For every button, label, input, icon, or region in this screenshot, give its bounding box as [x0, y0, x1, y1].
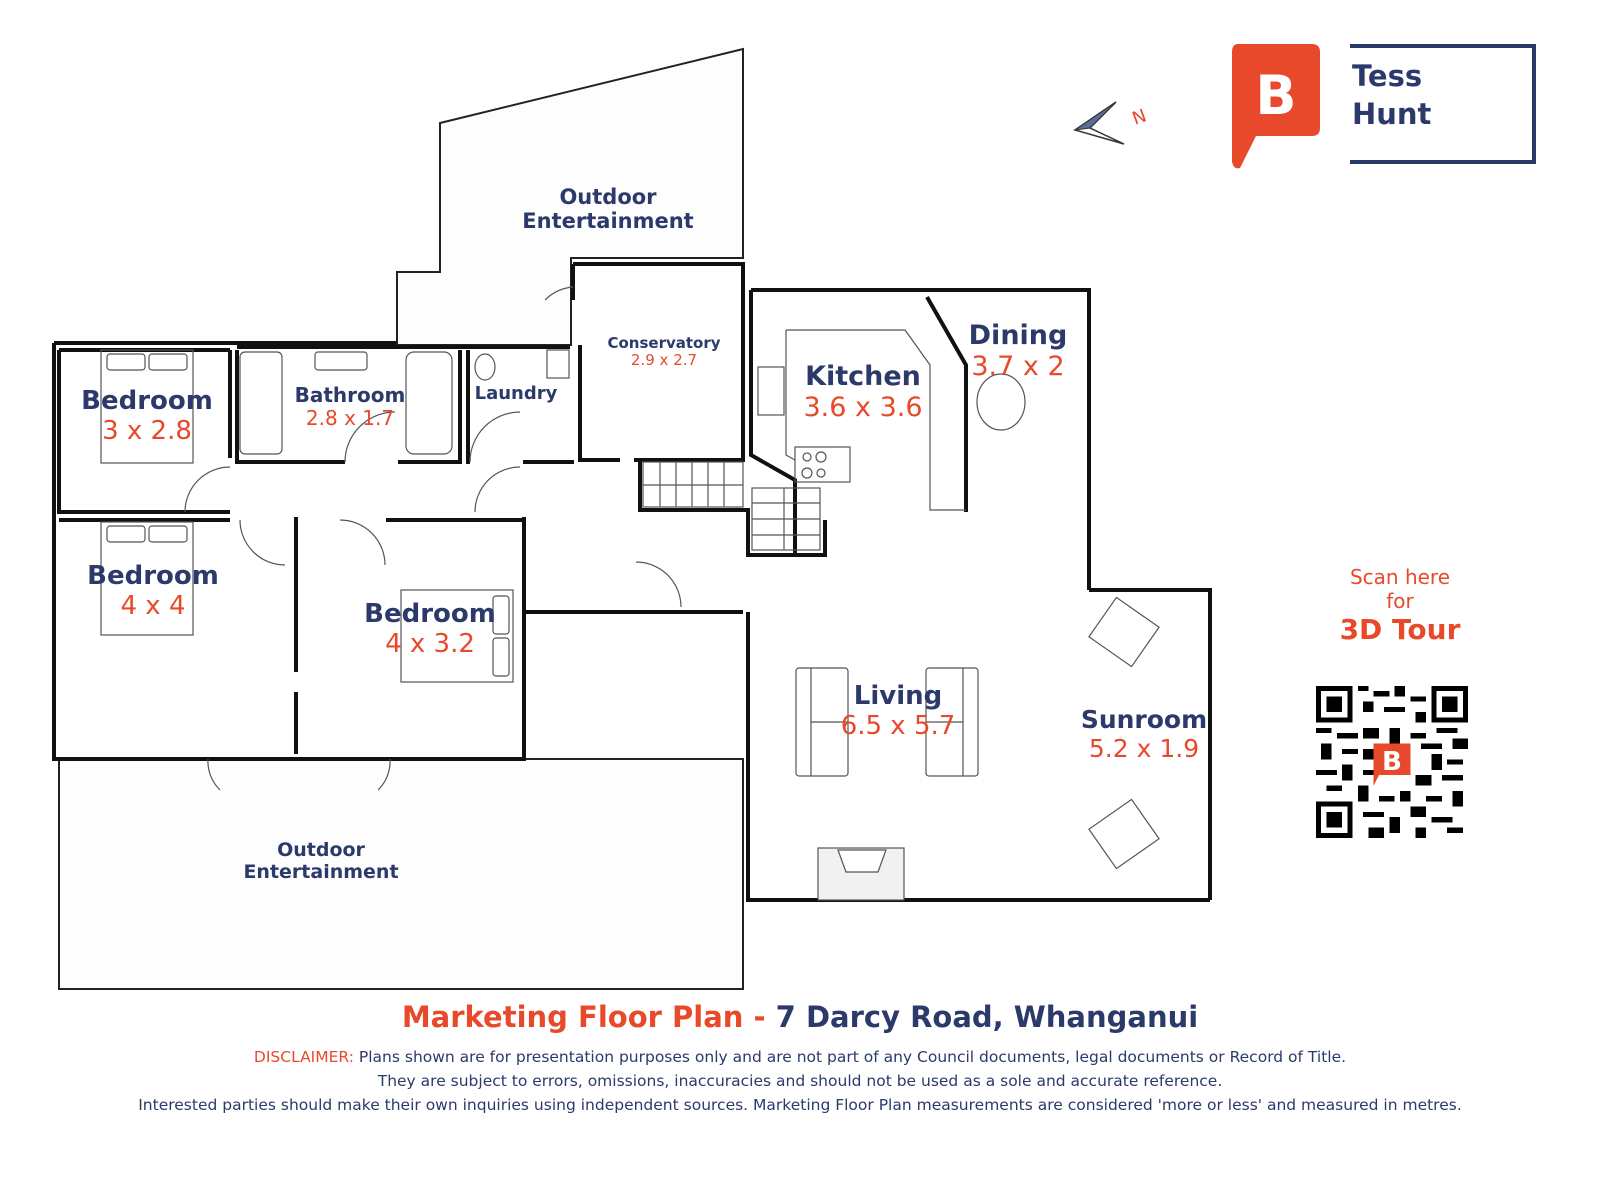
disclaimer-text-1: Plans shown are for presentation purpose… — [358, 1048, 1347, 1066]
room-name: Entertainment — [243, 860, 399, 883]
disclaimer-line-1: DISCLAIMER: Plans shown are for presenta… — [0, 1048, 1600, 1066]
outdoor-deck-bottom — [58, 758, 744, 990]
room-name: Entertainment — [522, 209, 694, 234]
room-dining: Dining 3.7 x 2 — [969, 320, 1068, 382]
north-arrow-icon — [1073, 101, 1125, 145]
room-name: Bathroom — [294, 383, 406, 407]
room-name: Outdoor — [277, 839, 365, 861]
agent-first-name: Tess — [1352, 59, 1423, 93]
disclaimer-label: DISCLAIMER: — [253, 1048, 354, 1066]
svg-text:B: B — [1255, 64, 1296, 127]
room-name: Conservatory — [607, 334, 721, 352]
room-dimensions: 6.5 x 5.7 — [840, 710, 956, 741]
room-conservatory: Conservatory 2.9 x 2.7 — [607, 334, 721, 370]
tour-line-3: 3D Tour — [1339, 613, 1461, 646]
room-kitchen: Kitchen 3.6 x 3.6 — [803, 361, 922, 423]
qr-code-icon[interactable]: B — [1316, 686, 1468, 838]
footer-title: Marketing Floor Plan - 7 Darcy Road, Wha… — [402, 1000, 1198, 1034]
room-bathroom: Bathroom 2.8 x 1.7 — [295, 384, 406, 430]
room-name: Bedroom — [81, 386, 213, 416]
room-dimensions: 2.9 x 2.7 — [630, 351, 698, 370]
room-sunroom: Sunroom 5.2 x 1.9 — [1080, 705, 1208, 764]
room-bedroom-2: Bedroom 4 x 4 — [87, 561, 219, 622]
room-name: Laundry — [474, 383, 558, 404]
room-name: Kitchen — [805, 361, 921, 392]
svg-text:B: B — [1382, 747, 1402, 777]
room-bedroom-1: Bedroom 3 x 2.8 — [81, 386, 213, 447]
room-bedroom-3: Bedroom 4 x 3.2 — [364, 599, 496, 660]
room-dimensions: 5.2 x 1.9 — [1088, 733, 1200, 763]
room-living: Living 6.5 x 5.7 — [840, 681, 956, 742]
room-dimensions: 2.8 x 1.7 — [305, 406, 395, 430]
room-dimensions: 4 x 3.2 — [385, 628, 475, 659]
room-dimensions: 3.6 x 3.6 — [803, 392, 923, 424]
brand-logo-icon: B — [1232, 44, 1320, 169]
footer-title-prefix: Marketing Floor Plan - — [401, 1000, 776, 1034]
room-outdoor-bottom-label: Outdoor Entertainment — [243, 839, 399, 884]
room-outdoor-top-label: Outdoor Entertainment — [522, 185, 693, 233]
room-dimensions: 3 x 2.8 — [102, 415, 192, 446]
outdoor-deck-top — [396, 47, 744, 346]
room-dimensions: 4 x 4 — [120, 590, 186, 621]
agent-last-name: Hunt — [1352, 96, 1432, 131]
disclaimer-line-2: They are subject to errors, omissions, i… — [377, 1072, 1223, 1090]
disclaimer-line-3: Interested parties should make their own… — [138, 1096, 1462, 1114]
brand-frame — [1350, 44, 1536, 164]
tour-callout: Scan here for 3D Tour — [1340, 565, 1461, 647]
room-dimensions: 3.7 x 2 — [971, 351, 1065, 383]
tour-line-2: for — [1386, 589, 1414, 613]
room-laundry: Laundry — [474, 383, 558, 405]
room-name: Outdoor — [559, 185, 657, 209]
tour-line-1: Scan here — [1349, 565, 1451, 589]
room-name: Living — [853, 681, 943, 711]
room-name: Sunroom — [1080, 705, 1208, 734]
room-name: Bedroom — [364, 599, 496, 629]
property-address: 7 Darcy Road, Whanganui — [775, 1000, 1199, 1034]
room-name: Bedroom — [87, 561, 219, 591]
room-name: Dining — [968, 320, 1068, 351]
agent-name: Tess Hunt — [1352, 58, 1431, 133]
